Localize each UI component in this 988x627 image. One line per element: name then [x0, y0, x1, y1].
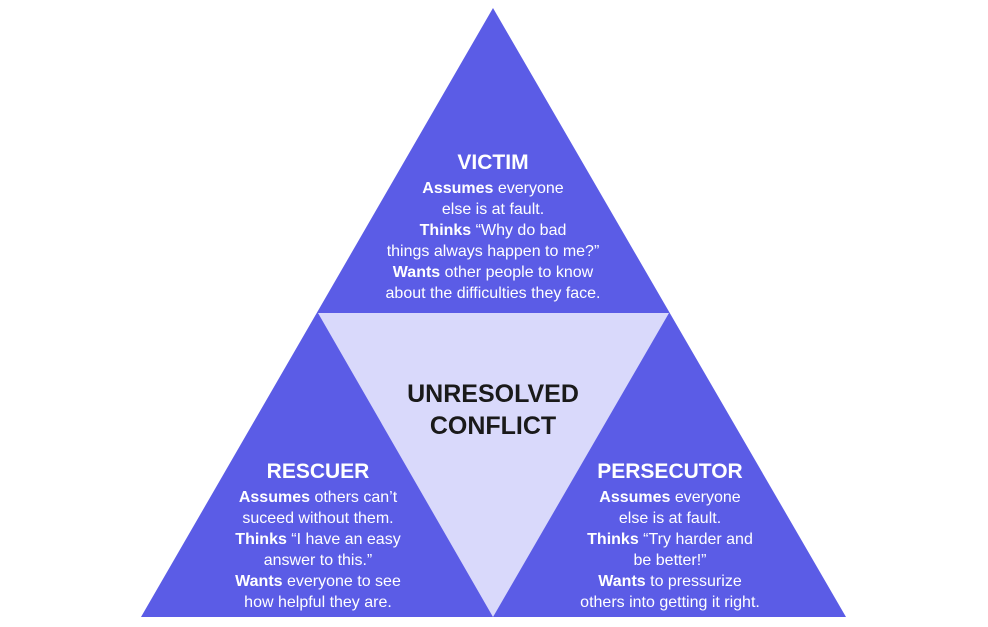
- persecutor-wants-text: to pressurize: [646, 573, 742, 590]
- persecutor-assumes-text: everyone: [670, 489, 740, 506]
- victim-wants-text: other people to know: [440, 264, 593, 281]
- persecutor-assumes-line: Assumes everyone: [599, 489, 741, 506]
- persecutor-section: PERSECUTOR Assumes everyone else is at f…: [580, 460, 760, 611]
- victim-wants-keyword: Wants: [393, 264, 441, 281]
- victim-title: VICTIM: [457, 151, 528, 174]
- rescuer-wants-keyword: Wants: [235, 573, 283, 590]
- victim-thinks-keyword: Thinks: [420, 222, 472, 239]
- rescuer-wants-text: everyone to see: [283, 573, 401, 590]
- persecutor-wants-keyword: Wants: [598, 573, 646, 590]
- rescuer-thinks-line2: answer to this.”: [264, 552, 372, 569]
- rescuer-thinks-line: Thinks “I have an easy: [235, 531, 400, 548]
- victim-assumes-line: Assumes everyone: [422, 180, 564, 197]
- victim-assumes-keyword: Assumes: [422, 180, 493, 197]
- center-label-line2: CONFLICT: [430, 412, 556, 440]
- victim-assumes-text: everyone: [493, 180, 563, 197]
- rescuer-assumes-keyword: Assumes: [239, 489, 310, 506]
- victim-wants-line2: about the difficulties they face.: [386, 285, 601, 302]
- victim-thinks-line2: things always happen to me?”: [387, 243, 600, 260]
- persecutor-thinks-line2: be better!”: [634, 552, 707, 569]
- persecutor-title: PERSECUTOR: [597, 460, 742, 483]
- rescuer-assumes-line: Assumes others can’t: [239, 489, 398, 506]
- persecutor-thinks-line: Thinks “Try harder and: [587, 531, 753, 548]
- rescuer-wants-line: Wants everyone to see: [235, 573, 401, 590]
- persecutor-assumes-keyword: Assumes: [599, 489, 670, 506]
- rescuer-thinks-keyword: Thinks: [235, 531, 287, 548]
- outer-triangle: [141, 8, 846, 617]
- persecutor-assumes-line2: else is at fault.: [619, 510, 721, 527]
- persecutor-thinks-text: “Try harder and: [639, 531, 753, 548]
- persecutor-wants-line2: others into getting it right.: [580, 594, 760, 611]
- rescuer-wants-line2: how helpful they are.: [244, 594, 392, 611]
- victim-thinks-text: “Why do bad: [471, 222, 566, 239]
- rescuer-assumes-line2: suceed without them.: [242, 510, 393, 527]
- rescuer-thinks-text: “I have an easy: [287, 531, 401, 548]
- center-label: UNRESOLVED CONFLICT: [407, 380, 579, 440]
- rescuer-title: RESCUER: [267, 460, 370, 483]
- inner-inverted-triangle: [318, 313, 669, 617]
- victim-assumes-line2: else is at fault.: [442, 201, 544, 218]
- rescuer-section: RESCUER Assumes others can’t suceed with…: [235, 460, 401, 611]
- victim-thinks-line: Thinks “Why do bad: [420, 222, 567, 239]
- center-label-line1: UNRESOLVED: [407, 380, 579, 408]
- victim-wants-line: Wants other people to know: [393, 264, 594, 281]
- victim-section: VICTIM Assumes everyone else is at fault…: [386, 151, 601, 302]
- persecutor-wants-line: Wants to pressurize: [598, 573, 742, 590]
- persecutor-thinks-keyword: Thinks: [587, 531, 639, 548]
- rescuer-assumes-text: others can’t: [310, 489, 398, 506]
